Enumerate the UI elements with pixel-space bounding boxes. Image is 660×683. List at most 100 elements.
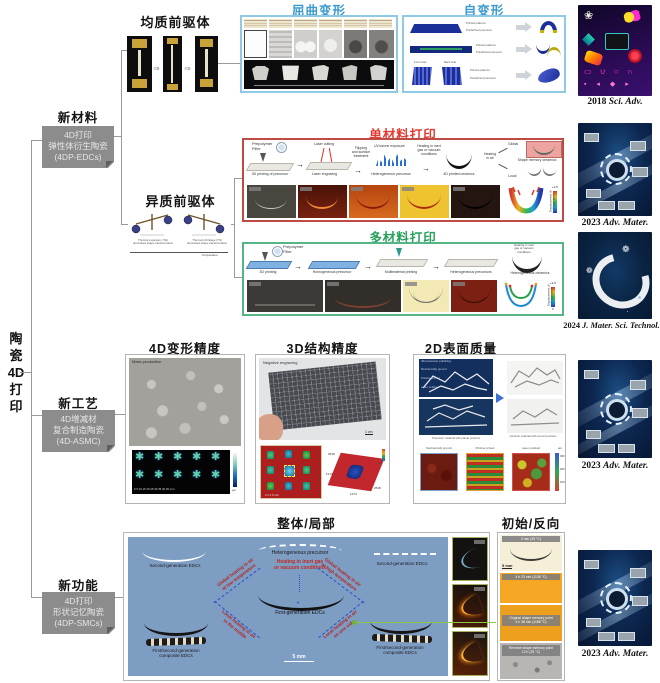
flower-shape: ✱: [211, 451, 221, 463]
chip-shape: [605, 33, 629, 50]
inset-photo: [584, 560, 599, 569]
second-gen-line-right: [374, 553, 436, 555]
glowing-sample-photo: [452, 537, 488, 581]
timelapse-photo: [451, 280, 497, 312]
flower-shape: ✱: [135, 451, 145, 463]
scale-5mm-label: 5 mm: [502, 563, 513, 569]
label-prepolymer-filler: Prepolymer Filler: [252, 141, 273, 151]
panel-2d-quality: 4D precursor polishing Mechanically grou…: [413, 354, 566, 504]
flower-shape: ✱: [211, 469, 221, 481]
wing-shape: [527, 166, 543, 178]
label-composite-left: First/second-generation composite EDCs: [152, 648, 200, 659]
tree-branch-process: [31, 415, 42, 416]
glyph-blob-highlight: [284, 465, 295, 477]
title-multi-material: 多材料打印: [369, 231, 437, 245]
title-4d-accuracy: 4D变形精度: [149, 342, 221, 356]
displacement-arcs-svg: [504, 282, 538, 308]
global-local-diagram: Heterogeneous precursor Heating in inert…: [128, 537, 448, 676]
label-mechanically-ground: Mechanically ground: [421, 367, 447, 371]
multimaterial-slab: [375, 259, 429, 267]
second-gen-curve-left: [142, 551, 206, 562]
tree-root-tick: [20, 372, 31, 373]
ceramic-ring-shape: [582, 243, 652, 319]
hollow-arrow-icon: [516, 47, 525, 52]
butterfly-shape: [622, 9, 642, 24]
diamond-shape: [582, 33, 595, 46]
inset-photo: [632, 167, 648, 177]
timelapse-photo: [298, 185, 347, 218]
title-initial-reverse: 初始/反向: [501, 517, 561, 531]
double-arrow-icon: [184, 58, 191, 76]
timelapse-photo: [403, 280, 449, 312]
printed-bar: [410, 46, 472, 53]
label-second-gen-left: Second-generation EDCs: [149, 563, 201, 568]
panel-self-deformation: Printed patterns Predefined precursor Pr…: [402, 15, 566, 93]
label-negative-engraving: Negative engraving: [263, 360, 298, 365]
composite-bar-left: [145, 636, 207, 647]
arrow-icon: [364, 256, 372, 274]
colorbar-label: Displacement of Y axis (mm): [548, 190, 556, 213]
photo-time-label: [405, 282, 417, 286]
label-front-side: Front side: [414, 60, 427, 64]
conn-homogeneous-panel: [218, 63, 240, 64]
flower-shape: ❁: [622, 244, 630, 254]
title-global-local: 整体/局部: [277, 517, 336, 531]
label-local: Local: [508, 174, 517, 178]
print-nozzle-icon: [396, 248, 402, 257]
buckled-shape: [312, 65, 329, 80]
clamp-bottom: [200, 79, 213, 87]
photo-time-label: [453, 282, 465, 286]
box-line: 4D打印: [64, 596, 93, 606]
sample-photo: [269, 30, 292, 58]
glyph-blob: [267, 451, 274, 459]
sample-photo: [294, 30, 317, 58]
double-arrow-icon: [153, 58, 160, 76]
plot-x-label: 1274: [350, 492, 357, 496]
hollow-arrow-head: [525, 22, 532, 32]
map-label-polished: Laser polished: [521, 446, 541, 450]
polishing-blue-photo-top: 4D precursor polishing Mechanically grou…: [419, 359, 493, 397]
gear-hub: [606, 159, 628, 181]
cover-year: 2023: [581, 649, 601, 659]
header-strip: [244, 19, 394, 28]
scale-1cm: 1 cm: [365, 430, 373, 436]
scale-caption-left: Thermal expansion (TE) dominated shape t…: [132, 238, 174, 246]
clamp-bottom: [167, 84, 178, 90]
label-global-high: Global heating in air at high temperatur…: [320, 556, 362, 592]
timelapse-photo: [349, 185, 398, 218]
label-printed-patterns: Printed patterns: [466, 21, 486, 25]
sample-photo: [344, 30, 367, 58]
bracket-hetero-bottom: [234, 277, 242, 278]
plot-x2-label: 2548: [374, 486, 381, 490]
plot-y-label: 1274: [326, 472, 333, 476]
photo-time-label: [474, 634, 485, 638]
cover-caption: 2023 Adv. Mater.: [570, 461, 660, 471]
title-2d-quality: 2D表面质量: [425, 342, 497, 356]
dotted-down-arrow: [299, 575, 300, 592]
buckled-samples-photo: [244, 60, 394, 89]
colorbar-min: 0: [552, 307, 554, 311]
label-shape-memory-ceramics: Shape memory ceramics: [517, 158, 557, 162]
composite-bar-right: [371, 633, 433, 644]
glyph-blob: [303, 482, 310, 490]
box-line: 复合制造陶瓷: [52, 425, 104, 436]
root-char: 印: [9, 399, 23, 414]
glow-curve: [458, 547, 484, 573]
sample-curve: [306, 197, 338, 209]
caption-hetero-ceramics: Heterogeneous ceramics: [510, 271, 550, 275]
panel-3d-accuracy: Negative engraving 1 cm 0 2 4 6 mm 2548 …: [255, 354, 390, 504]
conn-heterogeneous-bracket: [231, 224, 234, 225]
cover-year: 2024: [563, 321, 580, 330]
sample-curve: [510, 549, 552, 561]
arrow-icon: [294, 256, 302, 274]
box-4dp-smcs: 4D打印 形状记忆陶瓷 (4DP-SMCs): [42, 592, 116, 635]
filler-zoom-icon: [276, 142, 287, 153]
blue-arrow-icon: [496, 393, 504, 403]
scale-caption-right: Thermal shrinkage (TS) dominated shape t…: [186, 238, 228, 246]
panel-initial-reverse: 0 min (25 °C) 5 mm 4 h 23 min (1136 °C) …: [497, 532, 565, 681]
photo-time-label: [453, 187, 465, 191]
printed-sheet: [410, 24, 462, 33]
root-char: 4D: [7, 365, 25, 380]
